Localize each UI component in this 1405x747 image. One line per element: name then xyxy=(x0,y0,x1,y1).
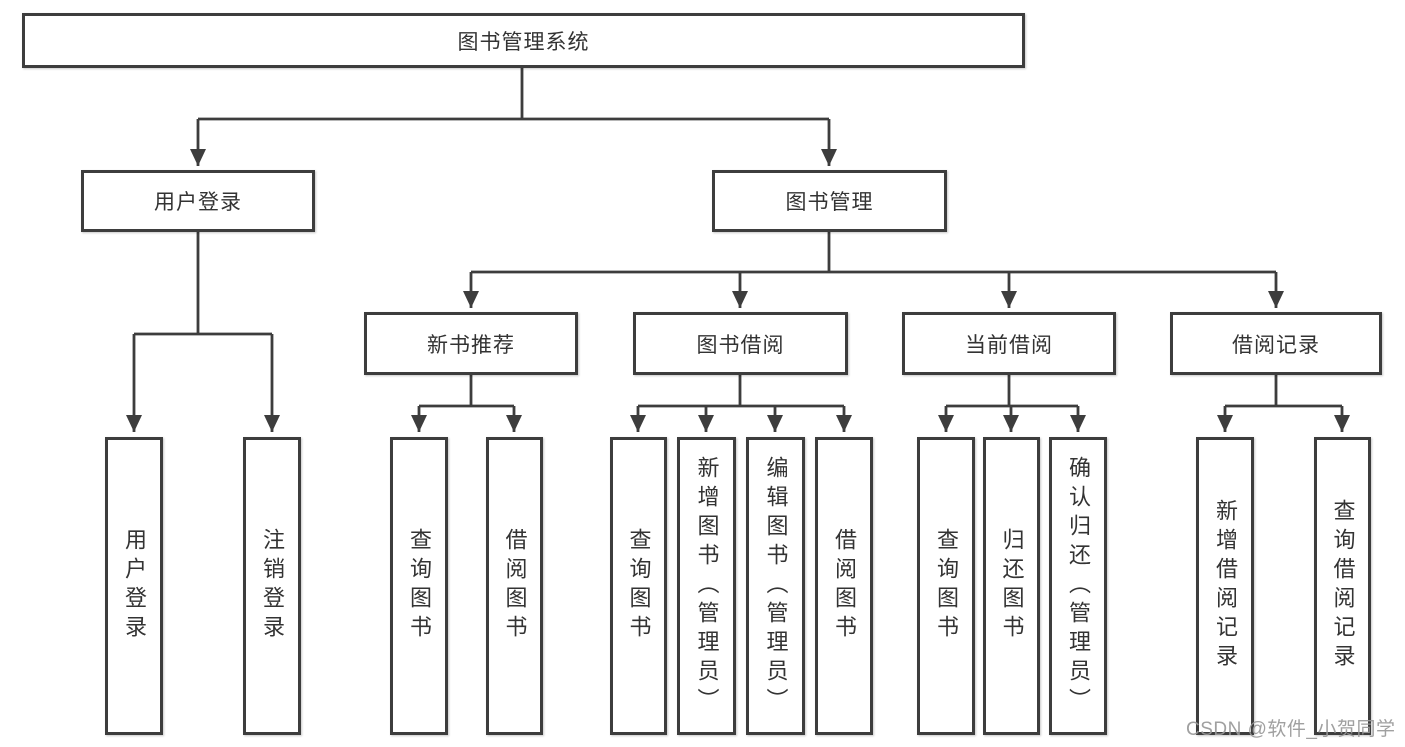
node-book-borrowing: 图书借阅 xyxy=(633,312,848,375)
node-user-login-branch: 用户登录 xyxy=(81,170,315,232)
leaf-borrow-books: 借阅图书 xyxy=(815,437,873,735)
leaf-borrow-books-recommend: 借阅图书 xyxy=(486,437,543,735)
leaf-return-books: 归还图书 xyxy=(983,437,1040,735)
leaf-edit-books-admin: 编辑图书（管理员） xyxy=(746,437,805,735)
node-current-borrowing: 当前借阅 xyxy=(902,312,1116,375)
leaf-query-books-current: 查询图书 xyxy=(917,437,975,735)
leaf-add-borrow-record: 新增借阅记录 xyxy=(1196,437,1254,735)
leaf-user-login: 用户登录 xyxy=(105,437,163,735)
node-new-book-recommend: 新书推荐 xyxy=(364,312,578,375)
node-borrowing-records: 借阅记录 xyxy=(1170,312,1382,375)
leaf-logout: 注销登录 xyxy=(243,437,301,735)
node-book-management-branch: 图书管理 xyxy=(712,170,947,232)
leaf-confirm-return-admin: 确认归还（管理员） xyxy=(1049,437,1107,735)
leaf-query-books-recommend: 查询图书 xyxy=(390,437,448,735)
csdn-watermark: CSDN @软件_小贺同学 xyxy=(1186,719,1396,740)
leaf-query-books-borrowing: 查询图书 xyxy=(610,437,667,735)
leaf-add-books-admin: 新增图书（管理员） xyxy=(677,437,736,735)
node-library-management-system: 图书管理系统 xyxy=(22,13,1025,68)
leaf-query-borrow-record: 查询借阅记录 xyxy=(1314,437,1371,735)
